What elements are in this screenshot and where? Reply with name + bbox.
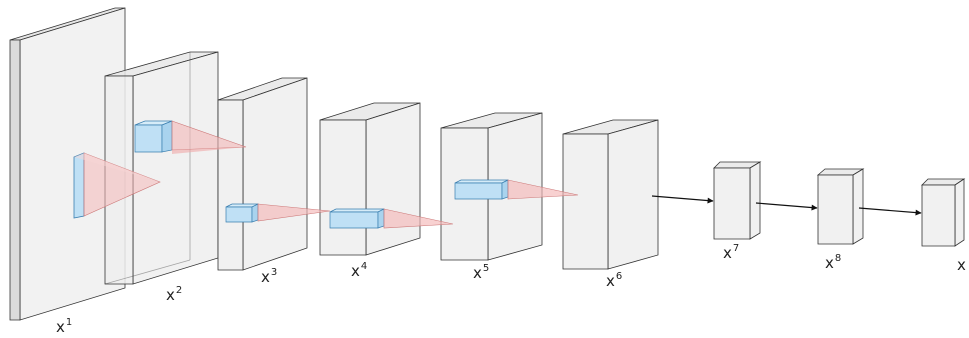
label-x9-base: x (957, 256, 966, 274)
layer-7-box (713, 161, 762, 240)
label-x5: x5 (473, 264, 489, 281)
layer-6-box (562, 119, 659, 270)
label-x7-base: x (723, 244, 732, 262)
label-x3: x3 (261, 268, 277, 285)
kernel-3 (225, 203, 331, 223)
label-x4-sup: 4 (360, 261, 368, 272)
label-x3-sup: 3 (270, 267, 278, 278)
label-x1: x1 (56, 318, 72, 335)
kernel-2 (134, 120, 247, 154)
kernel-4 (329, 208, 454, 229)
label-x2-sup: 2 (175, 285, 183, 296)
label-x5-base: x (473, 264, 482, 282)
label-x4: x4 (351, 262, 367, 279)
arrow-6-to-7 (651, 195, 714, 204)
label-x2-base: x (166, 286, 175, 304)
layer-1-plane (9, 7, 126, 321)
label-x6-sup: 6 (615, 271, 623, 282)
label-x6: x6 (606, 272, 622, 289)
kernel-1 (73, 152, 161, 219)
label-x2: x2 (166, 286, 182, 303)
flow-arrows (651, 195, 922, 216)
label-x1-base: x (56, 318, 65, 336)
label-x1-sup: 1 (65, 317, 73, 328)
layer-8-box (816, 168, 865, 245)
label-x5-sup: 5 (482, 263, 490, 274)
label-x4-base: x (351, 262, 360, 280)
arrow-7-to-8 (755, 202, 818, 211)
label-x9: x (957, 256, 967, 273)
label-x7-sup: 7 (732, 243, 740, 254)
label-x6-base: x (606, 272, 615, 290)
arrow-8-to-9 (858, 207, 922, 216)
layer-3-box (217, 77, 308, 271)
layer-4-box (319, 102, 421, 256)
layer-9-box (921, 178, 966, 247)
label-x8-base: x (825, 254, 834, 272)
layer-2-box (104, 51, 219, 285)
label-x3-base: x (261, 268, 270, 286)
label-x8-sup: 8 (834, 253, 842, 264)
label-x8: x8 (825, 254, 841, 271)
kernel-5 (454, 179, 579, 200)
label-x7: x7 (723, 244, 739, 261)
